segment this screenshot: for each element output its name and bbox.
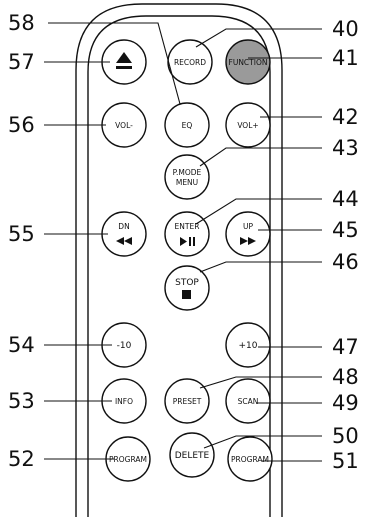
function-button[interactable]: FUNCTION [225, 39, 271, 85]
play-pause-icon [180, 237, 195, 246]
info-button[interactable]: INFO [101, 378, 147, 424]
program-right-button[interactable]: PROGRAM [227, 436, 273, 482]
rewind-icon [116, 237, 132, 245]
delete-button[interactable]: DELETE [169, 432, 215, 478]
callout-43: 43 [332, 136, 359, 160]
leader-43 [199, 147, 322, 167]
dn-button[interactable]: DN [101, 211, 147, 257]
scan-label: SCAN [238, 397, 259, 406]
program-right-label: PROGRAM [231, 455, 269, 464]
minus10-label: -10 [117, 341, 132, 351]
callout-42: 42 [332, 105, 359, 129]
plus10-button[interactable]: +10 [225, 322, 271, 368]
remote-body-outline [75, 3, 283, 517]
stop-label: STOP [175, 278, 199, 288]
record-button[interactable]: RECORD [167, 39, 213, 85]
leader-44 [195, 198, 322, 225]
enter-button[interactable]: ENTER [164, 211, 210, 257]
callout-53: 53 [8, 389, 35, 413]
vol-minus-label: VOL- [115, 121, 133, 130]
callout-44: 44 [332, 187, 359, 211]
remote-body-inner-outline [87, 15, 271, 517]
callout-47: 47 [332, 335, 359, 359]
eject-icon [116, 52, 132, 63]
dn-label: DN [118, 222, 129, 231]
enter-label: ENTER [175, 222, 200, 231]
callout-45: 45 [332, 218, 359, 242]
up-label: UP [243, 222, 253, 231]
stop-icon [182, 290, 191, 299]
callout-40: 40 [332, 17, 359, 41]
menu-label: MENU [176, 178, 198, 187]
eq-label: EQ [182, 121, 193, 130]
record-label: RECORD [174, 58, 206, 67]
eject-button[interactable] [101, 39, 147, 85]
stop-button[interactable]: STOP [164, 265, 210, 311]
leader-40 [195, 28, 322, 48]
pmode-label: P.MODE [173, 168, 202, 177]
callout-57: 57 [8, 50, 35, 74]
eq-button[interactable]: EQ [164, 102, 210, 148]
callout-41: 41 [332, 46, 359, 70]
preset-label: PRESET [173, 397, 202, 406]
callout-58: 58 [8, 11, 35, 35]
callout-56: 56 [8, 113, 35, 137]
delete-label: DELETE [175, 451, 210, 461]
callout-50: 50 [332, 424, 359, 448]
vol-minus-button[interactable]: VOL- [101, 102, 147, 148]
callout-51: 51 [332, 449, 359, 473]
program-left-label: PROGRAM [109, 455, 147, 464]
preset-button[interactable]: PRESET [164, 378, 210, 424]
leader-46 [199, 261, 322, 273]
leader-58 [48, 22, 181, 105]
function-label: FUNCTION [229, 58, 268, 67]
info-label: INFO [115, 397, 133, 406]
callout-52: 52 [8, 447, 35, 471]
callout-48: 48 [332, 365, 359, 389]
leader-50 [203, 435, 322, 449]
up-button[interactable]: UP [225, 211, 271, 257]
callout-54: 54 [8, 333, 35, 357]
leader-48 [199, 376, 322, 389]
callout-55: 55 [8, 222, 35, 246]
fast-forward-icon [240, 237, 256, 245]
callout-46: 46 [332, 250, 359, 274]
vol-plus-button[interactable]: VOL+ [225, 102, 271, 148]
plus10-label: +10 [239, 341, 258, 351]
scan-button[interactable]: SCAN [225, 378, 271, 424]
eject-icon-bar [116, 66, 132, 69]
callout-49: 49 [332, 391, 359, 415]
pmode-menu-button[interactable]: P.MODE MENU [164, 154, 210, 200]
vol-plus-label: VOL+ [237, 121, 258, 130]
